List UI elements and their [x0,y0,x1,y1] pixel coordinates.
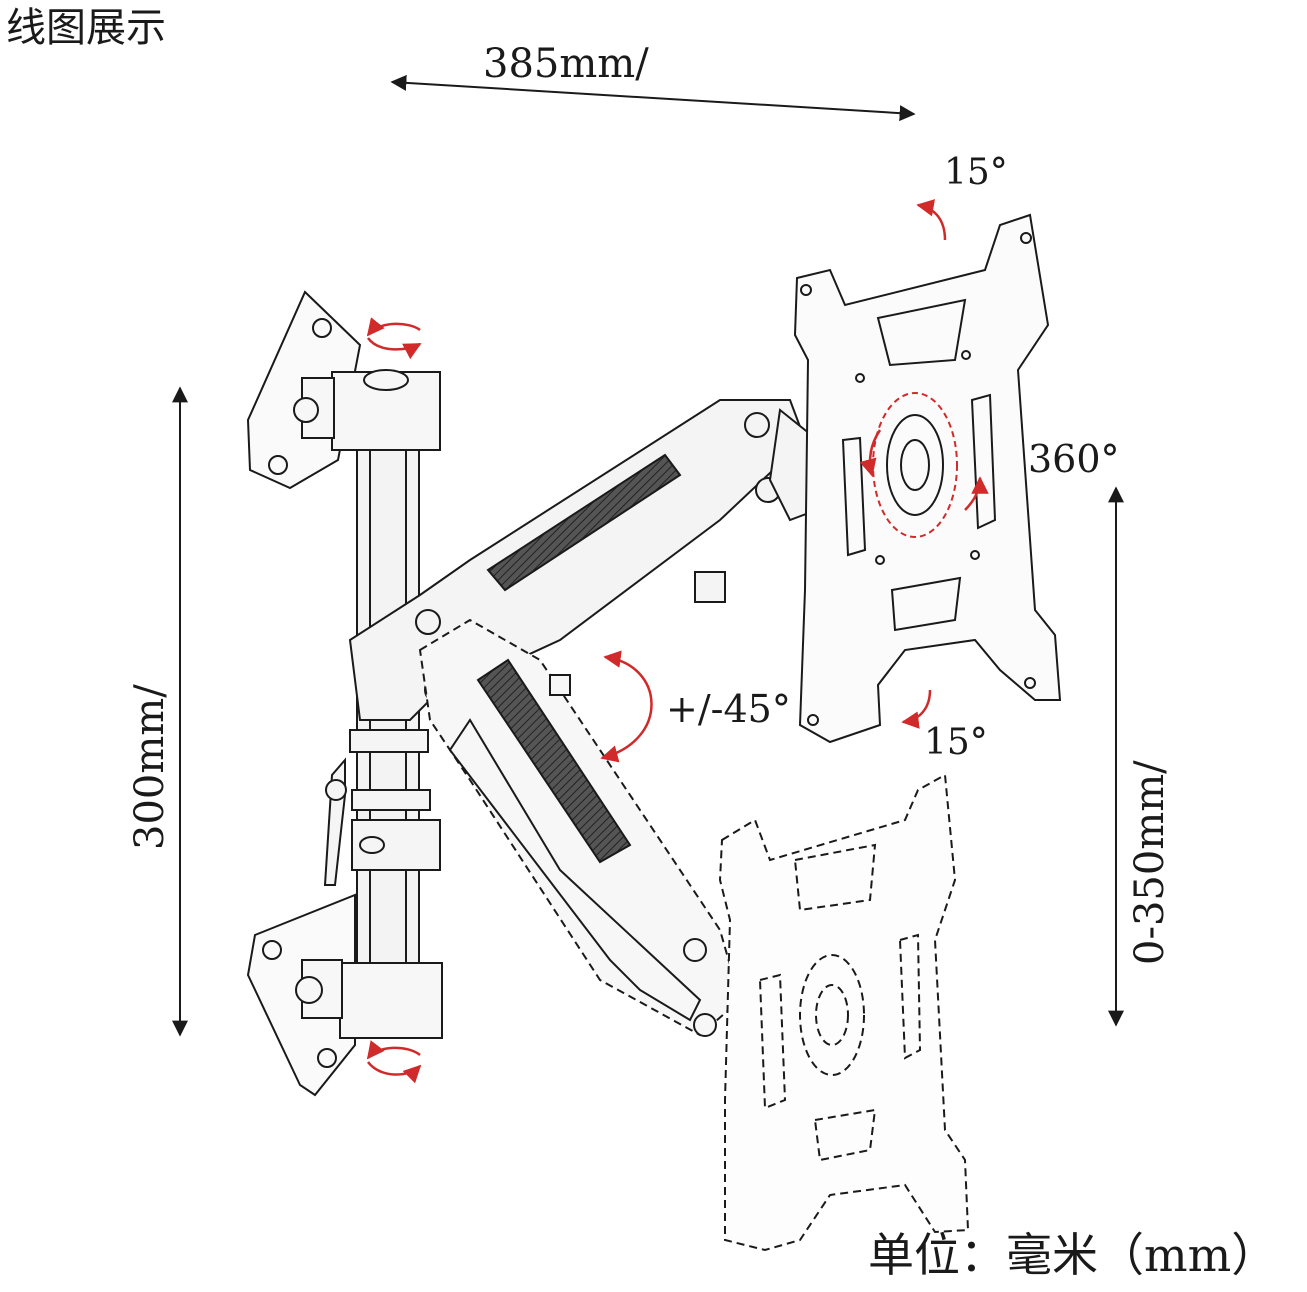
page-title: 线图展示 [6,5,166,51]
arm-reach-label: 385mm/ [483,41,649,87]
rotation-angle-label: 360° [1028,437,1120,481]
lower-vesa-plate [718,773,970,1252]
pole-swivel-arrow-bottom [366,1040,421,1060]
height-range-label: 0-350mm/ [1127,760,1173,965]
rotation-arrows [366,199,989,1084]
tilt-top-angle-label: 15° [944,152,1008,193]
top-clamp [293,369,441,451]
rotation-arrow-right [964,476,989,511]
arm-pivot-angle-label: +/-45° [666,687,791,731]
bottom-clamp [295,959,443,1039]
lowered-arm [418,618,742,1037]
pole-swivel-arrow-top [366,317,421,337]
rotation-arrow-left [859,429,882,477]
unit-note: 单位：毫米（mm） [868,1228,1278,1282]
tilt-arrow-bottom [901,689,932,729]
tilt-bottom-angle-label: 15° [924,722,988,763]
height-collar [323,729,441,886]
tilt-arrow-top [916,199,947,241]
upper-vesa-plate [793,213,1062,744]
pole-height-label: 300mm/ [127,684,173,850]
width-dimension-arrow [390,74,916,122]
pivot-arrow [600,650,653,763]
dimension-arrows [172,74,1124,1037]
